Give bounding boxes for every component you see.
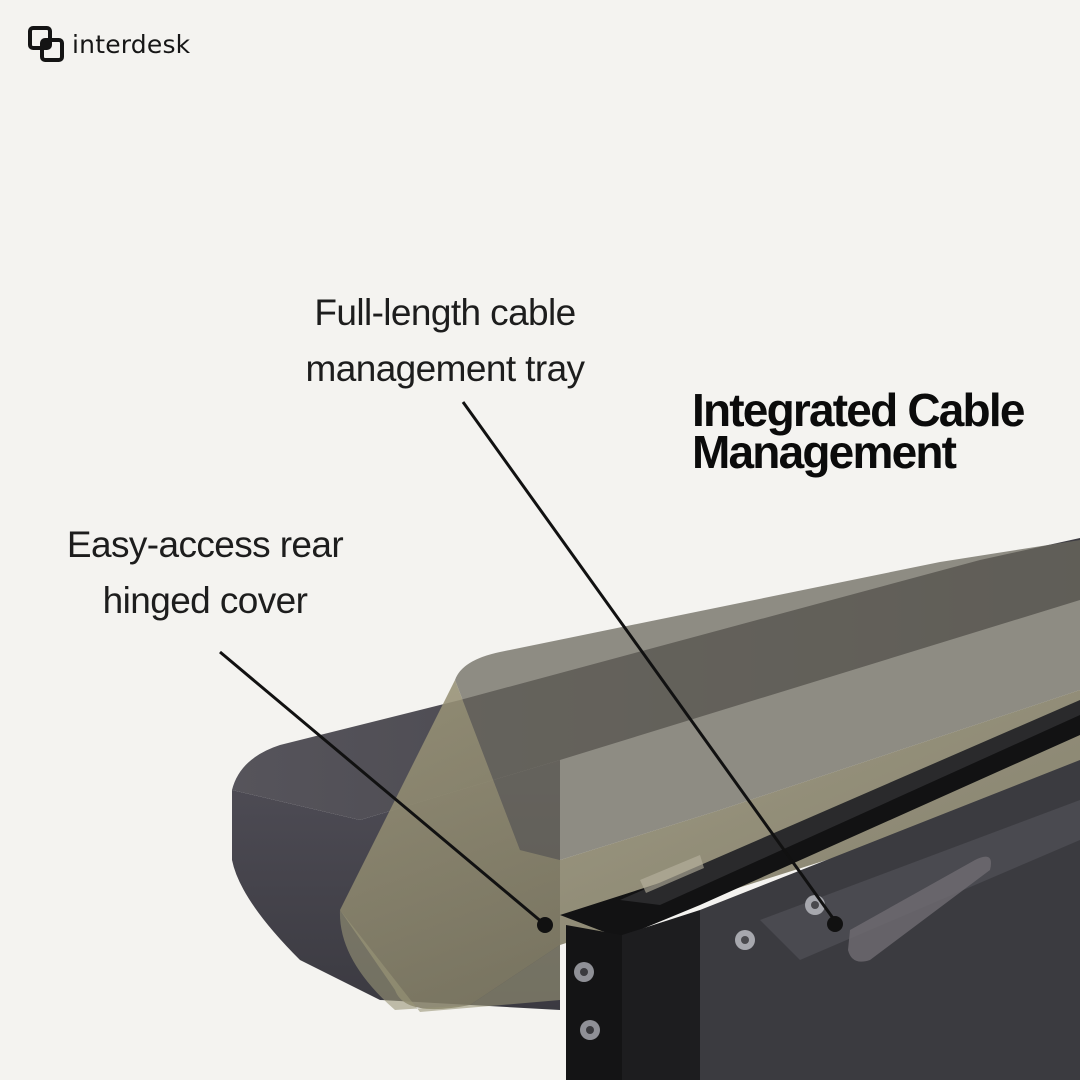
callout-leader-lines bbox=[219, 401, 843, 933]
page-title: Integrated Cable Management bbox=[692, 384, 1025, 478]
cable-tray-frame bbox=[560, 700, 1080, 1080]
callout-cable-tray-line-2: management tray bbox=[305, 348, 586, 389]
interlocked-squares-icon bbox=[28, 26, 64, 62]
callout-rear-cover: Easy-access rear hinged cover bbox=[50, 517, 360, 629]
callout-rear-cover-line-1: Easy-access rear bbox=[66, 524, 344, 565]
callout-cable-tray-line-1: Full-length cable bbox=[314, 292, 576, 333]
page-title-line-1: Integrated Cable bbox=[692, 384, 1025, 436]
callout-rear-cover-line-2: hinged cover bbox=[102, 580, 308, 621]
rear-hinged-cover bbox=[339, 540, 1080, 1012]
brand-name: interdesk bbox=[72, 29, 191, 59]
callout-cable-tray: Full-length cable management tray bbox=[290, 285, 600, 397]
page-title-line-2: Management bbox=[692, 426, 957, 478]
brand-logo: interdesk bbox=[28, 26, 190, 62]
